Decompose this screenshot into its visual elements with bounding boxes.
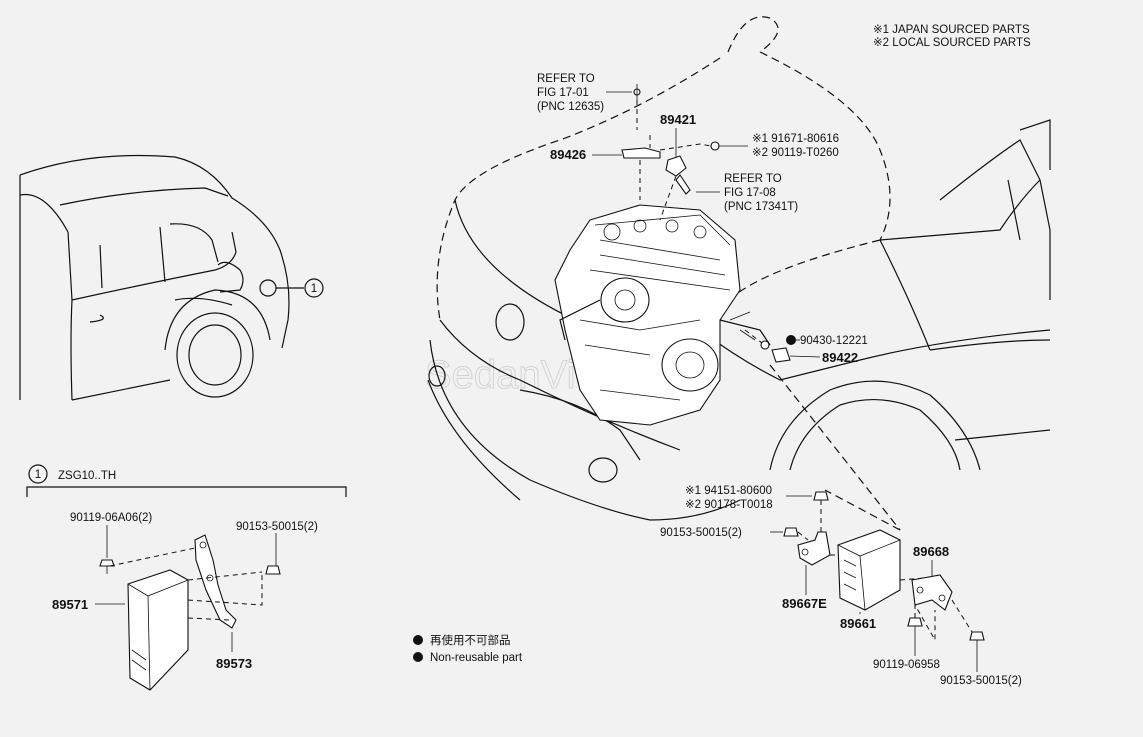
part-label-89668: 89668 — [913, 544, 949, 559]
part-label-89667e: 89667E — [782, 596, 827, 611]
part-label-90430-12221: 90430-12221 — [800, 335, 868, 347]
refer2-line1: REFER TO — [724, 173, 782, 185]
refer2-line2: FIG 17-08 — [724, 187, 776, 199]
legend-japan-sourced: ※1 JAPAN SOURCED PARTS — [873, 24, 1030, 36]
refer1-line3: (PNC 12635) — [537, 101, 604, 113]
part-label-89422: 89422 — [822, 350, 858, 365]
refer1-line1: REFER TO — [537, 73, 595, 85]
legend-sourcing: ※1 JAPAN SOURCED PARTS ※2 LOCAL SOURCED … — [873, 24, 1031, 49]
non-reusable-note: 再使用不可部品 Non-reusable part — [413, 633, 523, 664]
engine-illustration — [554, 204, 771, 426]
part-label-90119-t0260: ※2 90119-T0260 — [752, 147, 839, 159]
non-reusable-mark — [786, 335, 796, 345]
part-label-90153-right: 90153-50015(2) — [940, 675, 1022, 687]
knock-sensor-group: 90430-12221 89422 — [744, 329, 901, 531]
note-en: Non-reusable part — [430, 652, 523, 664]
part-label-89421: 89421 — [660, 112, 696, 127]
sensor-assembly: 89421 89426 ※1 91671-80616 ※2 90119-T026… — [550, 112, 839, 221]
bullet-icon — [413, 635, 423, 645]
note-jp: 再使用不可部品 — [430, 633, 511, 647]
refer2-line3: (PNC 17341T) — [724, 201, 798, 213]
part-label-90119-06958: 90119-06958 — [873, 659, 940, 671]
callout-index: 1 — [311, 283, 317, 295]
callout-circle — [304, 278, 324, 298]
variant-code: ZSG10..TH — [58, 470, 116, 482]
part-label-89571: 89571 — [52, 597, 88, 612]
variant-index: 1 — [35, 469, 41, 481]
part-label-91671-80616: ※1 91671-80616 — [752, 133, 839, 145]
part-label-89661: 89661 — [840, 616, 876, 631]
bullet-icon — [413, 652, 423, 662]
vehicle-rear-illustration: 1 — [19, 154, 324, 401]
part-label-90153-left: 90153-50015(2) — [236, 521, 318, 533]
part-label-89573: 89573 — [216, 656, 252, 671]
refer-fig-17-08: REFER TO FIG 17-08 (PNC 17341T) — [696, 173, 798, 213]
ecu-group-right: ※1 94151-80600 ※2 90178-T0018 90153-5001… — [660, 485, 1022, 687]
vehicle-front-illustration — [427, 16, 1051, 521]
variant-block: 1 ZSG10..TH 90119-06A06(2) 90153-50015(2… — [26, 464, 347, 691]
legend-local-sourced: ※2 LOCAL SOURCED PARTS — [873, 37, 1031, 49]
part-label-89426: 89426 — [550, 147, 586, 162]
refer-fig-17-01: REFER TO FIG 17-01 (PNC 12635) — [537, 73, 641, 130]
part-label-90153-mid: 90153-50015(2) — [660, 527, 742, 539]
refer1-line2: FIG 17-01 — [537, 87, 589, 99]
part-label-94151-80600: ※1 94151-80600 — [685, 485, 772, 497]
part-label-90178-t0018: ※2 90178-T0018 — [685, 499, 773, 511]
part-label-90119-06a06: 90119-06A06(2) — [70, 512, 152, 524]
